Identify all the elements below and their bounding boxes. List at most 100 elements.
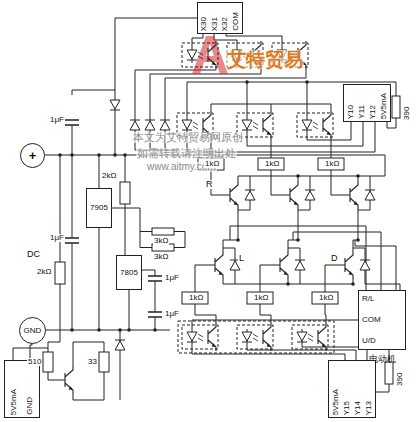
diode-symbol xyxy=(295,260,305,270)
optocoupler-outline xyxy=(182,325,218,349)
transistor-symbol xyxy=(263,323,271,351)
transistor-symbol xyxy=(318,323,326,351)
diode-symbol xyxy=(365,190,375,200)
capacitor-symbol xyxy=(148,312,162,317)
resistor-value: 33 xyxy=(87,358,98,366)
diode-symbol xyxy=(305,190,315,200)
resistor-symbol xyxy=(120,182,130,204)
transistor-symbol xyxy=(55,366,73,394)
pin-label: GND xyxy=(26,397,34,415)
resistor-symbol xyxy=(99,352,109,372)
resistor-value: 3kΩ xyxy=(153,253,169,261)
capacitor-value: 1μF xyxy=(49,116,65,124)
emitter-arrow xyxy=(219,271,224,275)
resistor-value: 510 xyxy=(27,358,42,366)
motor-outline: R/LCOMU/D xyxy=(358,290,406,350)
capacitor-symbol xyxy=(65,120,79,125)
watermark-logo xyxy=(192,36,228,74)
signal-name: D xyxy=(330,254,339,263)
diode-symbol xyxy=(115,340,125,350)
optocoupler-outline xyxy=(237,325,273,349)
light-arrow xyxy=(313,122,318,129)
pin-label: Y13 xyxy=(365,401,373,415)
regulator-box: 7905 xyxy=(86,188,112,228)
resistor-value: 1kΩ xyxy=(204,160,220,168)
resistor-symbol xyxy=(55,262,65,284)
pin-label: Y10 xyxy=(347,105,355,119)
resistor-symbol xyxy=(318,158,344,170)
diode-symbol xyxy=(130,120,140,130)
terminal-label: GND xyxy=(24,327,42,335)
watermark: 艾特贸易 xyxy=(226,50,304,69)
transistor-symbol xyxy=(263,111,271,139)
diode-symbol xyxy=(187,332,197,342)
diode-symbol xyxy=(110,100,120,110)
emitter-arrow xyxy=(212,343,217,347)
pin-label: X32 xyxy=(221,17,229,31)
terminal-label: + xyxy=(29,149,37,162)
resistor-symbol xyxy=(152,244,174,251)
connector-block: 5V5mAY15Y14Y13 xyxy=(328,360,376,418)
optocoupler-outline xyxy=(182,43,218,67)
emitter-arrow xyxy=(212,61,217,65)
connector-block: X30X31X32COM xyxy=(197,2,243,34)
pin-label: U/D xyxy=(362,337,402,345)
regulator-box: 7805 xyxy=(116,255,142,290)
transistor-symbol xyxy=(208,323,216,351)
transistor-symbol xyxy=(340,181,358,209)
optocoupler-outline xyxy=(292,325,328,349)
motor-block: R/LCOMU/D电动机 xyxy=(358,290,406,368)
transistor-symbol xyxy=(208,41,216,69)
resistor-symbol xyxy=(392,96,400,118)
diode-symbol xyxy=(187,50,197,60)
light-arrow xyxy=(308,334,313,341)
resistor-symbol xyxy=(247,292,273,304)
diode-symbol xyxy=(145,120,155,130)
diode-symbol xyxy=(160,120,170,130)
optocoupler-outline xyxy=(297,113,333,137)
connector-block: 5V5mAGND xyxy=(4,360,40,418)
capacitor-value: 1μF xyxy=(49,234,65,242)
wire xyxy=(13,18,400,400)
resistor-symbol xyxy=(182,292,208,304)
light-arrow xyxy=(198,52,203,59)
transistor-symbol xyxy=(205,251,223,279)
pin-label: Y12 xyxy=(369,105,377,119)
transistor-symbol xyxy=(323,111,331,139)
resistor-value: 390 xyxy=(403,106,411,121)
diode-symbol xyxy=(182,120,192,130)
signal-name: L xyxy=(238,254,245,263)
connector-block: Y10Y11Y125V5mA xyxy=(343,84,391,122)
resistor-symbol xyxy=(43,352,53,372)
watermark: 如需转载请注明出处 xyxy=(136,148,237,159)
pin-label: COM xyxy=(232,12,240,31)
resistor-value: 3kΩ xyxy=(153,237,169,245)
emitter-arrow xyxy=(354,201,359,205)
transistor-symbol xyxy=(220,181,238,209)
emitter-arrow xyxy=(294,201,299,205)
resistor-symbol xyxy=(385,362,393,384)
resistor-symbol xyxy=(152,228,174,235)
capacitor-symbol xyxy=(148,276,162,281)
pin-label: Y14 xyxy=(354,401,362,415)
emitter-arrow xyxy=(234,201,239,205)
emitter-arrow xyxy=(267,131,272,135)
emitter-arrow xyxy=(69,386,74,390)
pin-label: Y11 xyxy=(358,105,366,119)
emitter-arrow xyxy=(327,131,332,135)
pin-label: X31 xyxy=(211,17,219,31)
resistor-symbol xyxy=(312,292,338,304)
diode-symbol xyxy=(242,332,252,342)
resistor-value: 2kΩ xyxy=(101,172,117,180)
resistor-value: 1kΩ xyxy=(188,294,204,302)
diode-symbol xyxy=(297,332,307,342)
light-arrow xyxy=(253,334,258,341)
light-arrow xyxy=(193,122,198,129)
capacitor-value: 1μF xyxy=(164,274,180,282)
diode-symbol xyxy=(242,120,252,130)
junctions xyxy=(58,80,360,332)
light-arrow xyxy=(198,334,203,341)
light-arrow xyxy=(253,122,258,129)
